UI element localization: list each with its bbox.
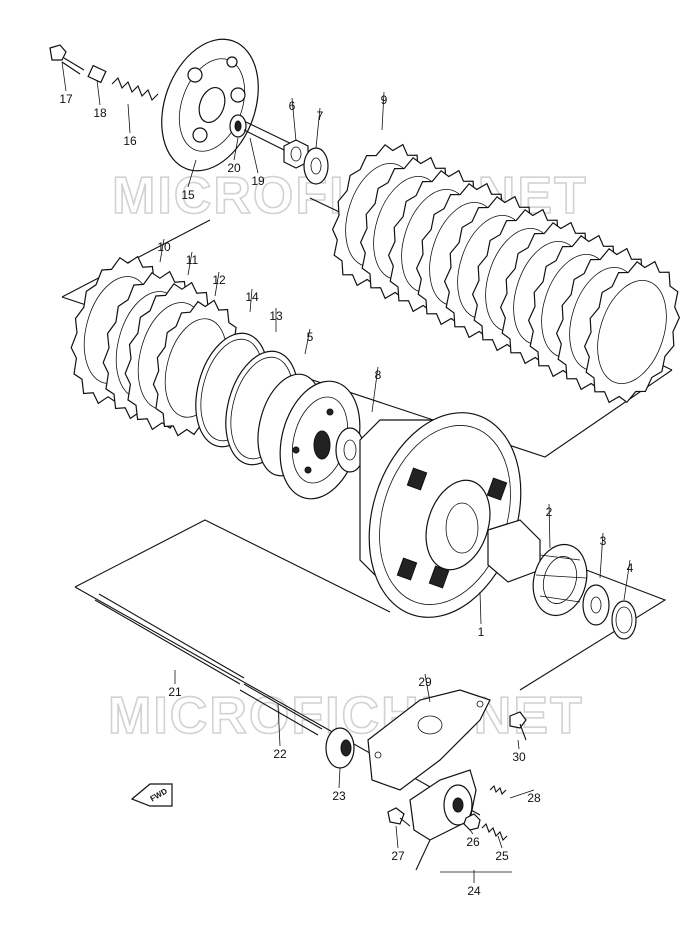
callout-labels: 1718161520196791011121413582341212223293… — [59, 92, 633, 898]
clutch-housing-1 — [359, 412, 541, 618]
bearing-20 — [229, 114, 247, 138]
lower-plate-outline-top — [74, 519, 391, 613]
spring-28 — [489, 784, 507, 796]
callout-23: 23 — [332, 789, 346, 803]
leader-line-28 — [509, 789, 535, 799]
spacer-18 — [87, 64, 107, 84]
leader-line-27 — [395, 825, 399, 849]
sleeve-hub-5 — [257, 373, 361, 500]
gasket-29 — [367, 689, 491, 791]
spacer-3 — [582, 584, 610, 626]
callout-15: 15 — [181, 188, 195, 202]
callout-6: 6 — [289, 99, 296, 113]
callout-1: 1 — [478, 625, 485, 639]
leader-lines — [61, 61, 631, 883]
leader-line-17 — [61, 61, 67, 92]
bolt-27 — [387, 807, 411, 827]
clutch-plates-10-12 — [70, 255, 240, 437]
callout-21: 21 — [168, 685, 182, 699]
callout-12: 12 — [212, 273, 226, 287]
push-rod-21 — [94, 593, 245, 685]
fwd-arrow-icon: FWD — [130, 783, 173, 807]
leader-line-29 — [424, 673, 431, 703]
callout-17: 17 — [59, 92, 73, 106]
thrust-washer-8 — [335, 427, 365, 473]
clutch-plate-9-10 — [583, 260, 681, 404]
leader-line-25 — [497, 835, 503, 849]
callout-9: 9 — [381, 93, 388, 107]
callout-10: 10 — [157, 240, 171, 254]
oil-seal-23 — [325, 727, 355, 769]
leader-line-30 — [517, 739, 520, 750]
bolt-17 — [49, 44, 85, 75]
callout-20: 20 — [227, 161, 241, 175]
washer-4 — [611, 600, 637, 640]
release-body-24 — [409, 769, 477, 871]
callout-29: 29 — [418, 675, 432, 689]
bolt-30 — [509, 711, 527, 741]
leader-line-18 — [96, 79, 101, 106]
leader-line-10 — [159, 238, 165, 263]
pressure-plate-15 — [161, 38, 259, 172]
callout-7: 7 — [317, 109, 324, 123]
leader-line-12 — [214, 271, 220, 297]
nut-26 — [463, 813, 481, 831]
callout-8: 8 — [375, 368, 382, 382]
leader-line-15 — [187, 159, 197, 188]
leader-line-9 — [381, 91, 385, 131]
leader-line-2 — [548, 503, 551, 549]
callout-11: 11 — [186, 253, 199, 267]
callout-25: 25 — [495, 849, 509, 863]
clutch-plate-stack-9 — [331, 143, 681, 404]
callout-30: 30 — [512, 750, 526, 764]
callout-22: 22 — [273, 747, 287, 761]
leader-line-8 — [371, 366, 379, 413]
spring-25 — [481, 823, 508, 841]
leader-line-4 — [623, 559, 631, 601]
callout-26: 26 — [466, 835, 480, 849]
needle-bearing-2 — [532, 543, 588, 617]
leader-line-7 — [315, 107, 321, 149]
leader-line-1 — [479, 591, 482, 625]
callout-28: 28 — [527, 791, 541, 805]
callout-18: 18 — [93, 106, 107, 120]
leader-line-6 — [291, 97, 297, 142]
callout-16: 16 — [123, 134, 137, 148]
callout-24: 24 — [467, 884, 481, 898]
callout-19: 19 — [251, 174, 265, 188]
callout-3: 3 — [600, 534, 607, 548]
lower-plate-outline-right — [519, 559, 667, 691]
leader-line-26 — [469, 829, 474, 835]
leader-line-19 — [249, 137, 259, 174]
leader-line-16 — [127, 103, 131, 134]
callout-14: 14 — [245, 290, 259, 304]
leader-line-11 — [187, 251, 193, 276]
washer-7 — [303, 147, 329, 185]
leader-line-14 — [249, 288, 253, 313]
spring-16 — [111, 77, 159, 101]
push-rod-22 — [239, 683, 323, 736]
callout-5: 5 — [307, 330, 314, 344]
callout-13: 13 — [269, 309, 283, 323]
leader-line-22 — [277, 703, 281, 747]
callout-4: 4 — [627, 561, 634, 575]
callout-2: 2 — [546, 505, 553, 519]
leader-line-20 — [233, 137, 239, 161]
callout-27: 27 — [391, 849, 405, 863]
leader-line-23 — [338, 767, 341, 789]
leader-line-3 — [599, 532, 604, 579]
leader-line-5 — [304, 328, 311, 355]
